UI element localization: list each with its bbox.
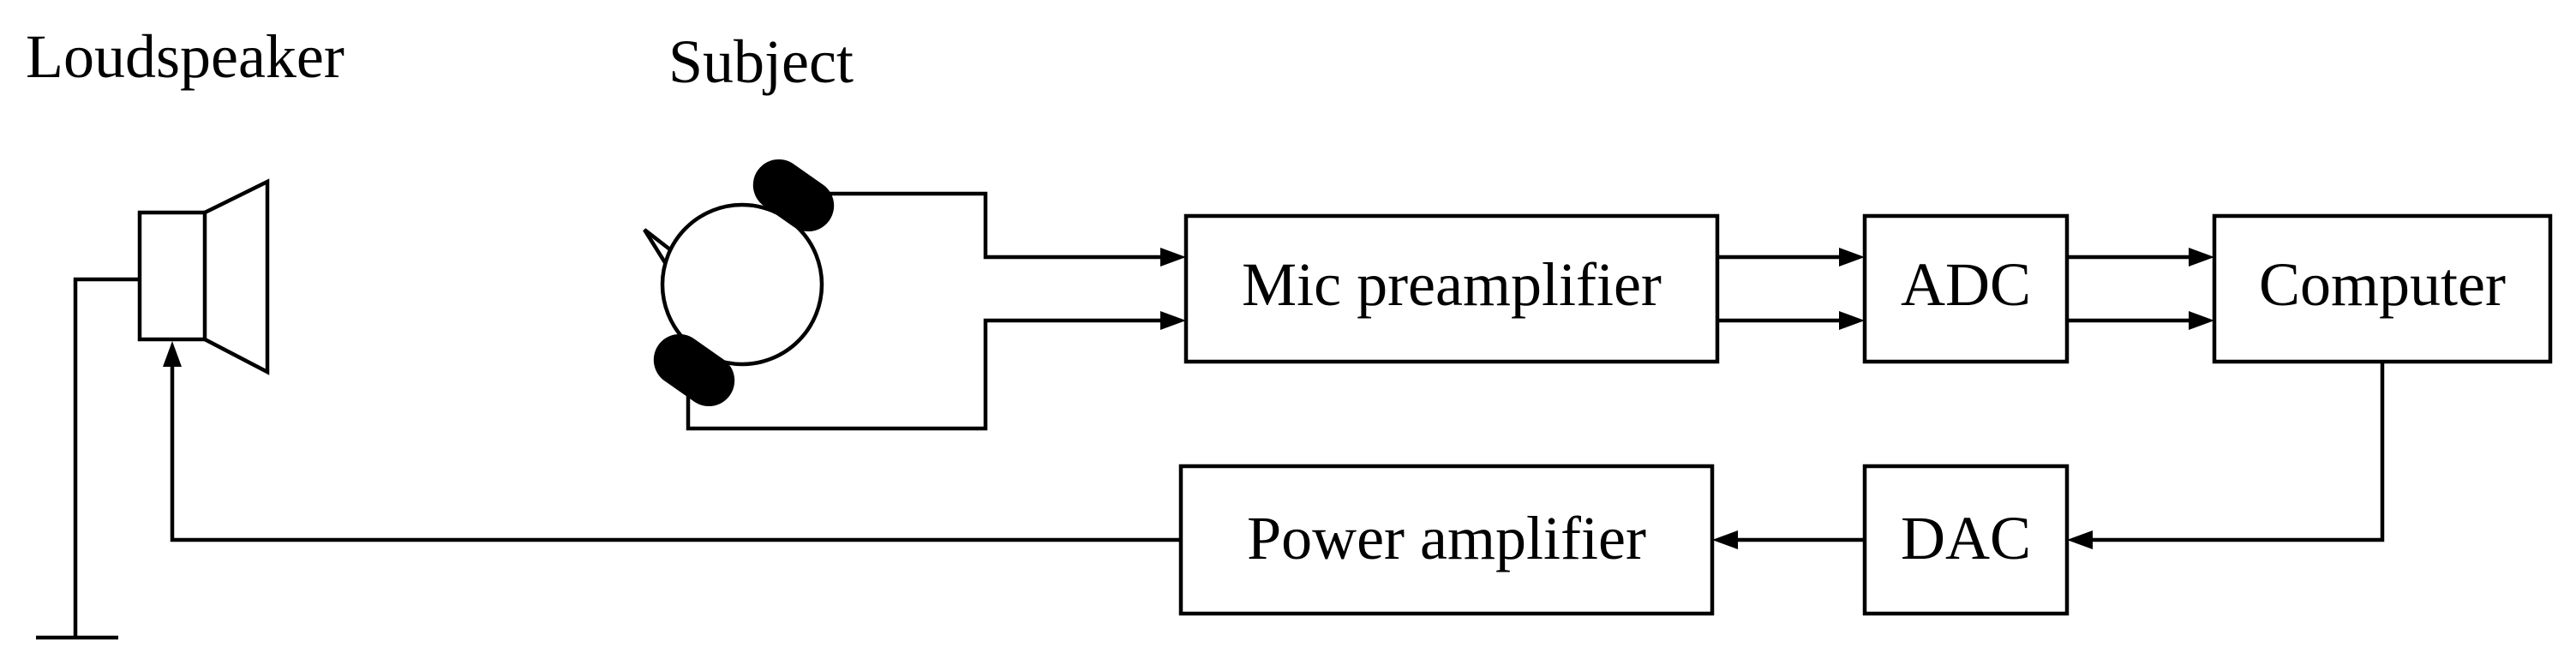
bottom-mic-cable — [686, 318, 1167, 431]
power-amplifier-to-loudspeaker-arrow — [163, 341, 182, 367]
loudspeaker-icon — [137, 178, 270, 375]
dac-to-power-amplifier-arrow — [1712, 530, 1738, 549]
dac-block: DAC — [1862, 464, 2070, 616]
subject-label: Subject — [668, 27, 854, 96]
loudspeaker-label: Loudspeaker — [26, 22, 344, 91]
mic-preamplifier-block: Mic preamplifier — [1183, 213, 1720, 364]
bottom-mic-cable-arrow — [1160, 311, 1186, 330]
top-mic-cable — [830, 191, 1167, 260]
dac-label: DAC — [1901, 504, 2031, 572]
left-ear-microphone-icon — [653, 333, 735, 407]
power-amplifier-block: Power amplifier — [1178, 464, 1715, 616]
preamp-to-adc-arrow-top — [1839, 248, 1865, 267]
computer-block: Computer — [2212, 213, 2553, 364]
adc-to-computer-arrow-top — [2189, 248, 2214, 267]
computer-label: Computer — [2259, 250, 2506, 319]
power-amplifier-label: Power amplifier — [1247, 504, 1646, 572]
top-mic-cable-arrow — [1160, 248, 1186, 267]
adc-block: ADC — [1862, 213, 2070, 364]
right-ear-microphone-icon — [752, 159, 835, 232]
mic-preamplifier-label: Mic preamplifier — [1242, 250, 1662, 319]
adc-label: ADC — [1901, 250, 2031, 319]
computer-to-dac-arrow — [2067, 530, 2093, 549]
adc-to-computer-arrow-bottom — [2189, 311, 2214, 330]
preamp-to-adc-arrow-bottom — [1839, 311, 1865, 330]
ground-symbol — [36, 277, 140, 640]
subject-head-icon — [643, 159, 835, 407]
